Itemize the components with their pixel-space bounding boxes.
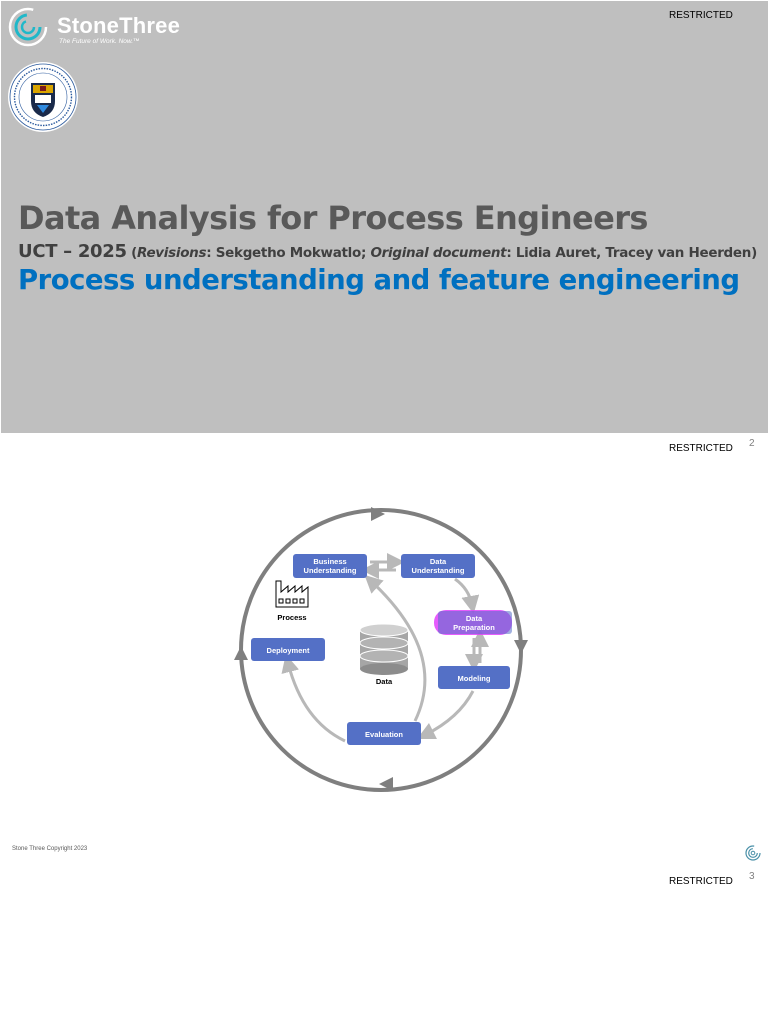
ring-arrow-bottom-icon xyxy=(379,777,393,791)
logo-tagline: The Future of Work. Now.™ xyxy=(59,38,140,45)
svg-text:Understanding: Understanding xyxy=(304,566,357,575)
ring-arrow-right-icon xyxy=(514,640,528,654)
subtitle: UCT – 2025 (Revisions: Sekgetho Mokwatlo… xyxy=(18,241,757,262)
ring-arrow-top-icon xyxy=(371,507,385,521)
credits: (Revisions: Sekgetho Mokwatlo; Original … xyxy=(126,245,757,261)
restricted-label: RESTRICTED xyxy=(669,443,733,454)
restricted-label: RESTRICTED xyxy=(669,876,733,887)
stonethree-swirl-icon xyxy=(8,7,48,47)
box-deployment: Deployment xyxy=(251,638,325,661)
arrow-eval-deploy xyxy=(281,654,346,743)
data-label: Data xyxy=(376,677,393,686)
svg-text:Preparation: Preparation xyxy=(453,623,495,632)
lecture-topic: Process understanding and feature engine… xyxy=(18,264,740,296)
svg-text:Data: Data xyxy=(430,557,447,566)
arrow-mod-eval xyxy=(416,690,475,740)
box-evaluation: Evaluation xyxy=(347,722,421,745)
page-number: 2 xyxy=(749,438,755,449)
arrow-du-dp xyxy=(454,577,480,614)
svg-text:Data: Data xyxy=(466,614,483,623)
presentation-title: Data Analysis for Process Engineers xyxy=(18,199,648,237)
svg-text:Business: Business xyxy=(313,557,346,566)
box-data-preparation: Data Preparation xyxy=(434,610,512,635)
footer-copyright: Stone Three Copyright 2023 xyxy=(12,846,88,852)
database-icon xyxy=(359,623,409,675)
factory-icon xyxy=(275,580,309,608)
stonethree-logo: StoneThree The Future of Work. Now.™ xyxy=(7,6,197,50)
svg-text:Understanding: Understanding xyxy=(412,566,465,575)
ring-arrow-left-icon xyxy=(234,646,248,660)
box-data-understanding: Data Understanding xyxy=(401,554,475,578)
stonethree-swirl-icon xyxy=(745,845,761,861)
logo-name: StoneThree xyxy=(57,13,181,38)
course-year: UCT – 2025 xyxy=(18,241,127,262)
arrow-eval-bu xyxy=(364,574,427,722)
svg-text:Deployment: Deployment xyxy=(267,646,310,655)
box-modeling: Modeling xyxy=(438,666,510,689)
box-business-understanding: Business Understanding xyxy=(293,554,367,578)
page-number: 3 xyxy=(749,871,755,882)
title-slide: StoneThree The Future of Work. Now.™ RES… xyxy=(1,1,768,433)
process-label: Process xyxy=(277,613,306,622)
svg-text:Evaluation: Evaluation xyxy=(365,730,403,739)
restricted-label: RESTRICTED xyxy=(669,10,733,21)
uct-crest-icon xyxy=(8,62,78,132)
svg-text:Modeling: Modeling xyxy=(458,674,491,683)
crisp-dm-diagram: Business Understanding Data Understandin… xyxy=(233,503,535,793)
